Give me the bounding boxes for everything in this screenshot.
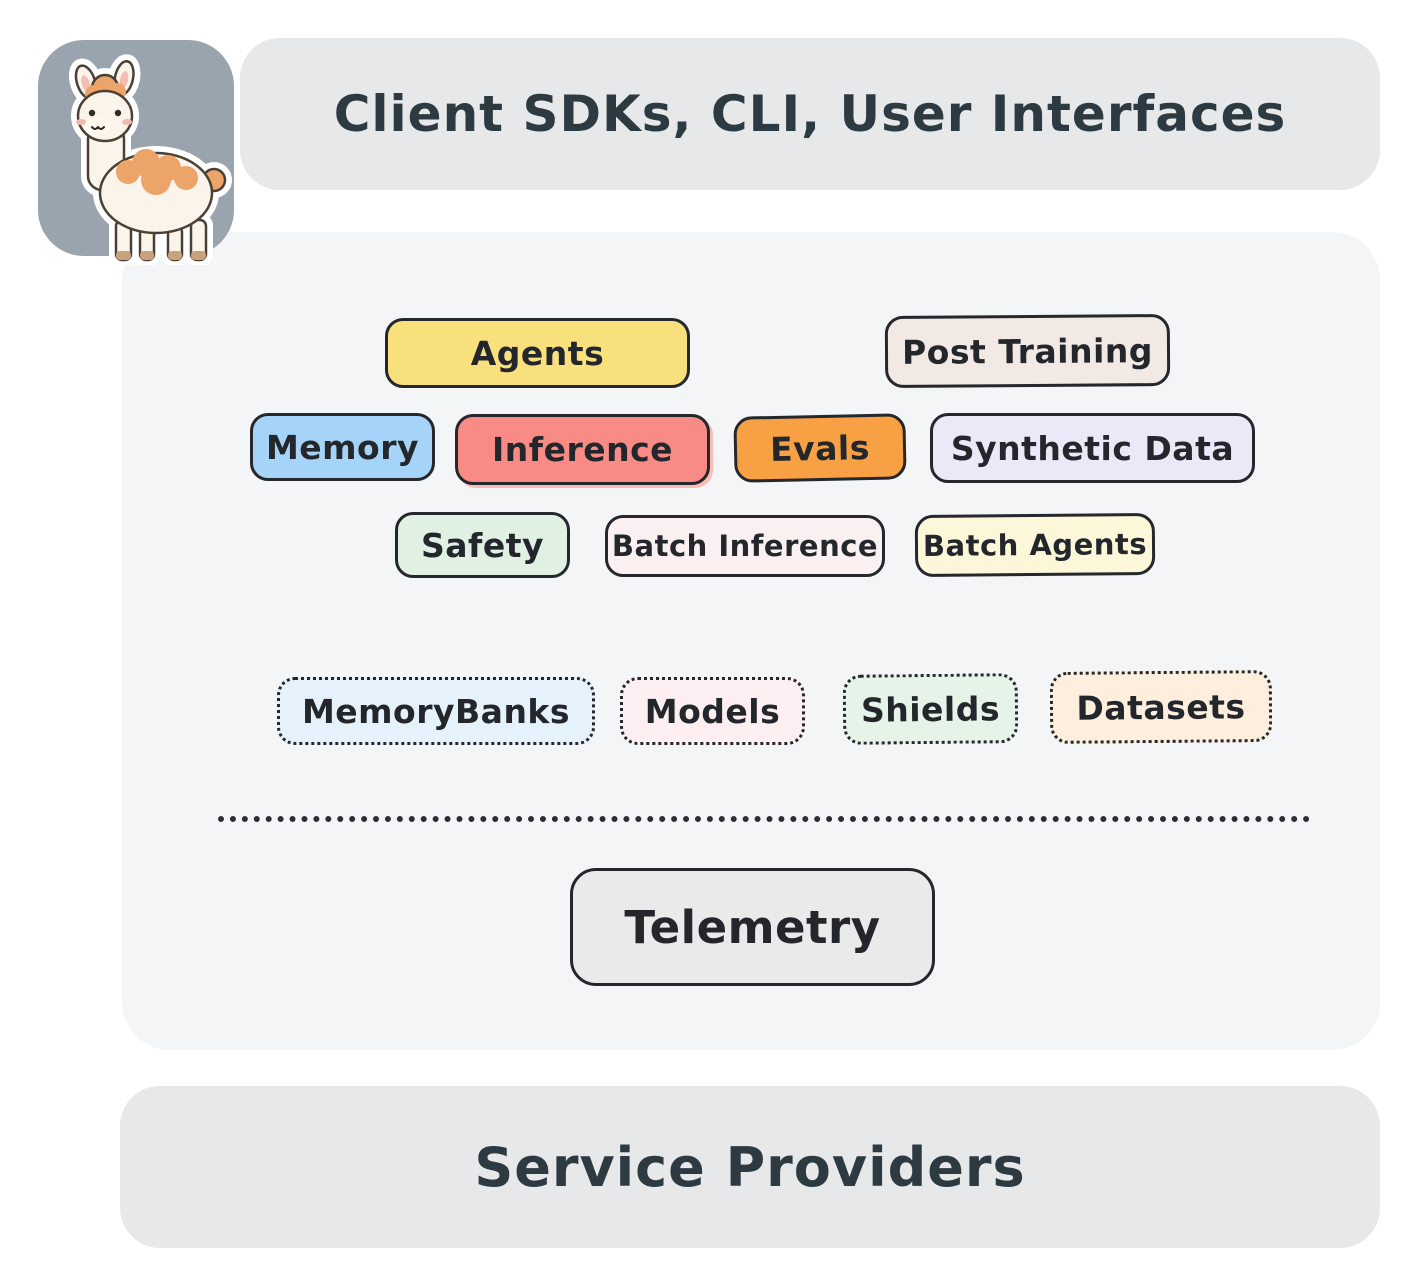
client-layer-label: Client SDKs, CLI, User Interfaces bbox=[333, 85, 1287, 143]
resource-box-memorybanks: MemoryBanks bbox=[277, 677, 595, 745]
service-providers-label: Service Providers bbox=[474, 1135, 1026, 1199]
api-box-post-training: Post Training bbox=[884, 314, 1171, 388]
service-providers-bar: Service Providers bbox=[120, 1086, 1380, 1248]
api-box-synthetic-data: Synthetic Data bbox=[930, 413, 1255, 483]
api-box-evals: Evals bbox=[733, 413, 907, 483]
resource-box-models: Models bbox=[620, 677, 805, 745]
api-box-batch-inference: Batch Inference bbox=[605, 515, 885, 577]
resource-box-datasets: Datasets bbox=[1049, 670, 1273, 744]
dotted-separator bbox=[218, 816, 1310, 822]
telemetry-box: Telemetry bbox=[570, 868, 935, 986]
api-box-memory: Memory bbox=[250, 413, 435, 481]
llama-mascot-icon bbox=[28, 30, 243, 267]
llama-stack-panel: Agents Post Training Memory Inference Ev… bbox=[122, 232, 1380, 1050]
api-box-batch-agents: Batch Agents bbox=[914, 512, 1156, 578]
llama-mascot-graphic bbox=[38, 40, 234, 267]
api-box-safety: Safety bbox=[395, 512, 570, 578]
api-box-inference: Inference bbox=[455, 414, 710, 485]
resource-box-shields: Shields bbox=[842, 673, 1019, 745]
api-box-agents: Agents bbox=[385, 318, 690, 388]
client-layer-bar: Client SDKs, CLI, User Interfaces bbox=[240, 38, 1380, 190]
